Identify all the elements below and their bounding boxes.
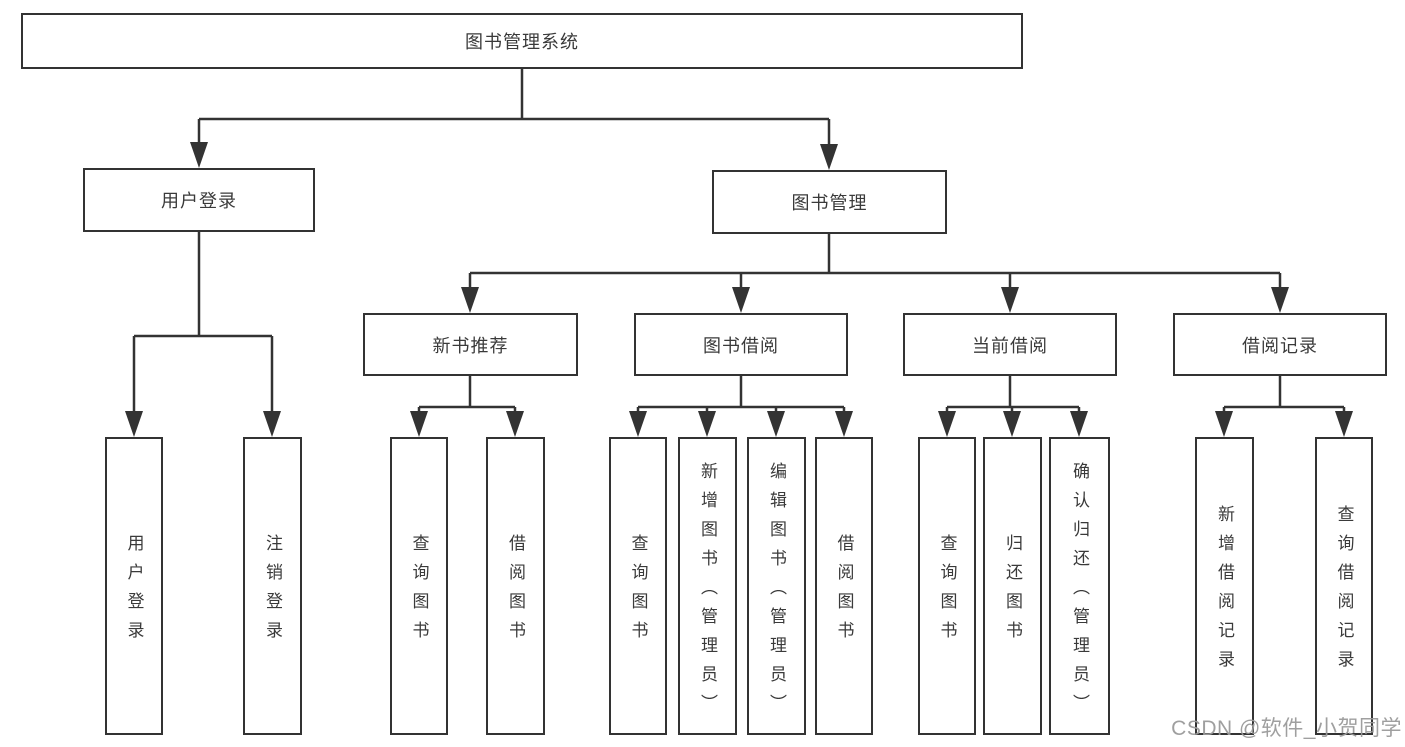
leaf-bb-add-books-label: 新增图书（管理员） (698, 461, 717, 723)
arrowhead-icon (820, 144, 838, 170)
leaf-cb-return-books: 归还图书 (983, 437, 1042, 735)
leaf-nb-query-books-label: 查询图书 (409, 534, 429, 650)
node-root: 图书管理系统 (21, 13, 1023, 69)
leaf-logout: 注销登录 (243, 437, 302, 735)
node-borrow-records-label: 借阅记录 (1242, 335, 1318, 356)
node-book-mgmt: 图书管理 (712, 170, 947, 234)
node-book-mgmt-label: 图书管理 (791, 193, 868, 213)
leaf-nb-borrow-books: 借阅图书 (486, 437, 545, 735)
leaf-bb-edit-books: 编辑图书（管理员） (747, 437, 806, 735)
arrowhead-icon (410, 411, 428, 437)
arrowhead-icon (732, 287, 750, 313)
arrowhead-icon (263, 411, 281, 437)
leaf-cb-confirm-return-label: 确认归还（管理员） (1070, 461, 1089, 723)
arrowhead-icon (1215, 411, 1233, 437)
node-borrow-records: 借阅记录 (1173, 313, 1387, 376)
node-user-login-label: 用户登录 (161, 191, 237, 211)
leaf-br-add-record: 新增借阅记录 (1195, 437, 1254, 735)
leaf-nb-query-books: 查询图书 (390, 437, 448, 735)
leaf-user-login: 用户登录 (105, 437, 163, 735)
leaf-bb-edit-books-label: 编辑图书（管理员） (767, 461, 786, 723)
leaf-cb-query-books: 查询图书 (918, 437, 976, 735)
arrowhead-icon (629, 411, 647, 437)
arrowheads (125, 142, 1353, 437)
leaf-bb-borrow-books-label: 借阅图书 (834, 534, 854, 650)
leaf-cb-confirm-return: 确认归还（管理员） (1049, 437, 1110, 735)
leaf-cb-return-books-label: 归还图书 (1003, 534, 1022, 650)
watermark: CSDN @软件_小贺同学 (1171, 717, 1402, 740)
arrowhead-icon (767, 411, 785, 437)
arrowhead-icon (835, 411, 853, 437)
node-new-books-label: 新书推荐 (432, 335, 509, 356)
leaf-br-query-record: 查询借阅记录 (1315, 437, 1373, 735)
node-current-borrow-label: 当前借阅 (972, 335, 1048, 356)
node-root-label: 图书管理系统 (465, 32, 579, 52)
arrowhead-icon (1070, 411, 1088, 437)
arrowhead-icon (1001, 287, 1019, 313)
node-book-borrow-label: 图书借阅 (703, 335, 779, 356)
arrowhead-icon (506, 411, 524, 437)
arrowhead-icon (698, 411, 716, 437)
arrowhead-icon (1003, 411, 1021, 437)
arrowhead-icon (1335, 411, 1353, 437)
leaf-user-login-label: 用户登录 (124, 534, 144, 650)
leaf-cb-query-books-label: 查询图书 (937, 534, 957, 650)
leaf-nb-borrow-books-label: 借阅图书 (506, 534, 525, 650)
arrowhead-icon (1271, 287, 1289, 313)
leaf-br-query-record-label: 查询借阅记录 (1334, 505, 1354, 679)
connector-segments (132, 69, 1346, 415)
node-new-books: 新书推荐 (363, 313, 578, 376)
node-book-borrow: 图书借阅 (634, 313, 848, 376)
leaf-bb-query-books: 查询图书 (609, 437, 667, 735)
leaf-br-add-record-label: 新增借阅记录 (1215, 505, 1234, 679)
leaf-logout-label: 注销登录 (263, 534, 282, 650)
leaf-bb-query-books-label: 查询图书 (628, 534, 648, 650)
arrowhead-icon (125, 411, 143, 437)
node-user-login: 用户登录 (83, 168, 315, 232)
node-current-borrow: 当前借阅 (903, 313, 1117, 376)
leaf-bb-add-books: 新增图书（管理员） (678, 437, 737, 735)
arrowhead-icon (190, 142, 208, 168)
leaf-bb-borrow-books: 借阅图书 (815, 437, 873, 735)
arrowhead-icon (938, 411, 956, 437)
arrowhead-icon (461, 287, 479, 313)
